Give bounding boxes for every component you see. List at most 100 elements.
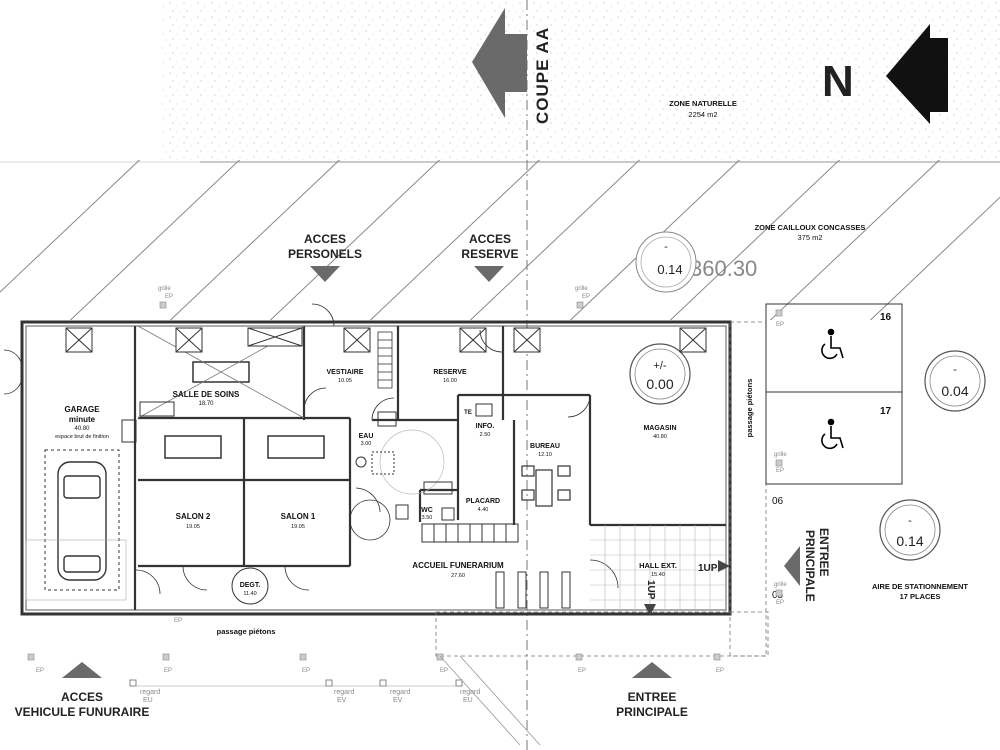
drain-label-ep-b2: EP (164, 668, 172, 674)
room-magasin-name: MAGASIN (643, 425, 676, 432)
hall-tiling (590, 525, 726, 612)
step-arrow-right-icon (718, 560, 730, 572)
regard-ev-2: EV (337, 697, 347, 704)
drain-label-ep-b1: EP (36, 668, 44, 674)
zone-naturelle-area-text: 2254 m2 (688, 110, 717, 119)
room-bureau-name: BUREAU (530, 443, 560, 450)
elevation-text: 360.30 (690, 256, 757, 281)
zone-cailloux-hatch (0, 160, 1000, 320)
room-magasin-area: 40.80 (653, 434, 667, 440)
bureau-desk (521, 465, 571, 507)
room-salle-soins-area: 18.70 (198, 401, 214, 407)
svg-text:-: - (908, 515, 912, 527)
drain-label-grille-top-right: grille (575, 286, 588, 292)
drain-label-grille-top-left: grille (158, 286, 171, 292)
acces-vehicule-line1: ACCES (61, 690, 103, 704)
regard-label-2: regard (334, 689, 354, 696)
svg-text:-: - (664, 241, 668, 253)
wheelchair-icon (821, 418, 844, 450)
drain-label-ep-top-right: EP (582, 294, 590, 300)
level-marker-parking: - 0.14 (879, 499, 941, 561)
room-vestiaire-area: 10.05 (338, 378, 352, 384)
acces-personels-line1: ACCES (304, 232, 346, 246)
drain-label-ep-b4: EP (440, 668, 448, 674)
room-placard-name: PLACARD (466, 498, 500, 505)
room-info-area: 2.50 (480, 432, 491, 438)
room-reserve-name: RESERVE (433, 369, 467, 376)
zone-naturelle-name: ZONE NATURELLE (669, 99, 737, 108)
wheelchair-icon (821, 328, 844, 360)
room-salon2-area: 19.05 (186, 524, 200, 530)
drain-label-ep-b6: EP (716, 668, 724, 674)
acces-reserve-line1: ACCES (469, 232, 511, 246)
room-accueil-name: ACCUEIL FUNERARIUM (412, 561, 504, 570)
room-degt-area: 11.40 (243, 591, 256, 597)
svg-text:-: - (953, 364, 957, 376)
zone-parking-places: 17 PLACES (900, 592, 941, 601)
drain-label-ep-top-left: EP (165, 294, 173, 300)
acces-vehicule-arrow-icon (62, 662, 102, 678)
acces-personels-arrow-icon (310, 266, 340, 282)
drain-grilles (27, 301, 783, 661)
north-label: N (822, 57, 854, 106)
entree-bottom-line1: ENTREE (628, 690, 677, 704)
room-vestiaire-name: VESTIAIRE (327, 369, 364, 376)
door-swings (3, 303, 619, 595)
level-marker-interior: +/- 0.00 (629, 343, 691, 405)
regard-label-3: regard (390, 689, 410, 696)
regard-label-4: regard (460, 689, 480, 696)
stair-ladder (377, 331, 393, 389)
parking-spots (765, 303, 903, 485)
room-degt-name: DEGT. (240, 582, 261, 589)
step-label-1up-b: 1UP (645, 580, 656, 600)
room-wc-area: 3.50 (422, 515, 433, 521)
svg-text:0.04: 0.04 (941, 383, 968, 399)
room-reserve-area: 16.00 (443, 378, 457, 384)
zone-naturelle-area (160, 0, 1000, 160)
acces-reserve-line2: RESERVE (461, 247, 518, 261)
room-salon2-name: SALON 2 (176, 512, 211, 521)
room-accueil-area: 27.60 (451, 573, 465, 579)
room-eau-name: EAU (359, 433, 374, 440)
room-wc-name: WC (421, 507, 433, 514)
acces-personels-line2: PERSONELS (288, 247, 362, 261)
parking-spot-17: 17 (880, 406, 892, 417)
step-arrow-down-icon (644, 604, 656, 616)
drain-label-ep-r3: EP (776, 600, 784, 606)
drain-label-ep-b3: EP (302, 668, 310, 674)
room-salon1-area: 19.05 (291, 524, 305, 530)
room-placard-area: 4.40 (478, 507, 489, 513)
regard-label-1: regard (140, 689, 160, 696)
room-te-name: TE (464, 410, 472, 416)
entree-right-line1: ENTREE (817, 528, 831, 577)
parking-spot-16: 16 (880, 312, 892, 323)
room-hall-area: 15.40 (651, 572, 665, 578)
section-arrow-icon (472, 8, 527, 118)
zone-parking-name: AIRE DE STATIONNEMENT (872, 582, 968, 591)
svg-text:0.00: 0.00 (646, 376, 673, 392)
windows-top (65, 327, 707, 353)
zone-cailloux-area-text: 375 m2 (797, 233, 822, 242)
svg-text:0.14: 0.14 (896, 533, 923, 549)
drain-label-ep-r2: EP (776, 468, 784, 474)
drain-label-ep-r1: EP (776, 322, 784, 328)
regard-boxes (129, 679, 463, 687)
svg-text:0.14: 0.14 (657, 262, 682, 277)
room-bureau-area: 12.10 (538, 452, 552, 458)
acces-vehicule-line2: VEHICULE FUNURAIRE (15, 705, 150, 719)
side-mark-06: 06 (772, 496, 784, 507)
entree-bottom-line2: PRINCIPALE (616, 705, 688, 719)
regard-eu-1: EU (143, 697, 153, 704)
section-label: COUPE AA (533, 27, 552, 124)
drain-label-grille-r3: grille (774, 582, 787, 588)
passage-pietons-right: passage piétons (745, 379, 754, 438)
regard-eu-4: EU (463, 697, 473, 704)
svg-text:+/-: +/- (653, 360, 666, 372)
entree-bottom-arrow-icon (632, 662, 672, 678)
drain-label-grille-r2: grille (774, 452, 787, 458)
entree-right-line2: PRINCIPALE (803, 530, 817, 602)
accueil-counter (421, 523, 571, 609)
sinks-and-fixtures (121, 401, 493, 521)
